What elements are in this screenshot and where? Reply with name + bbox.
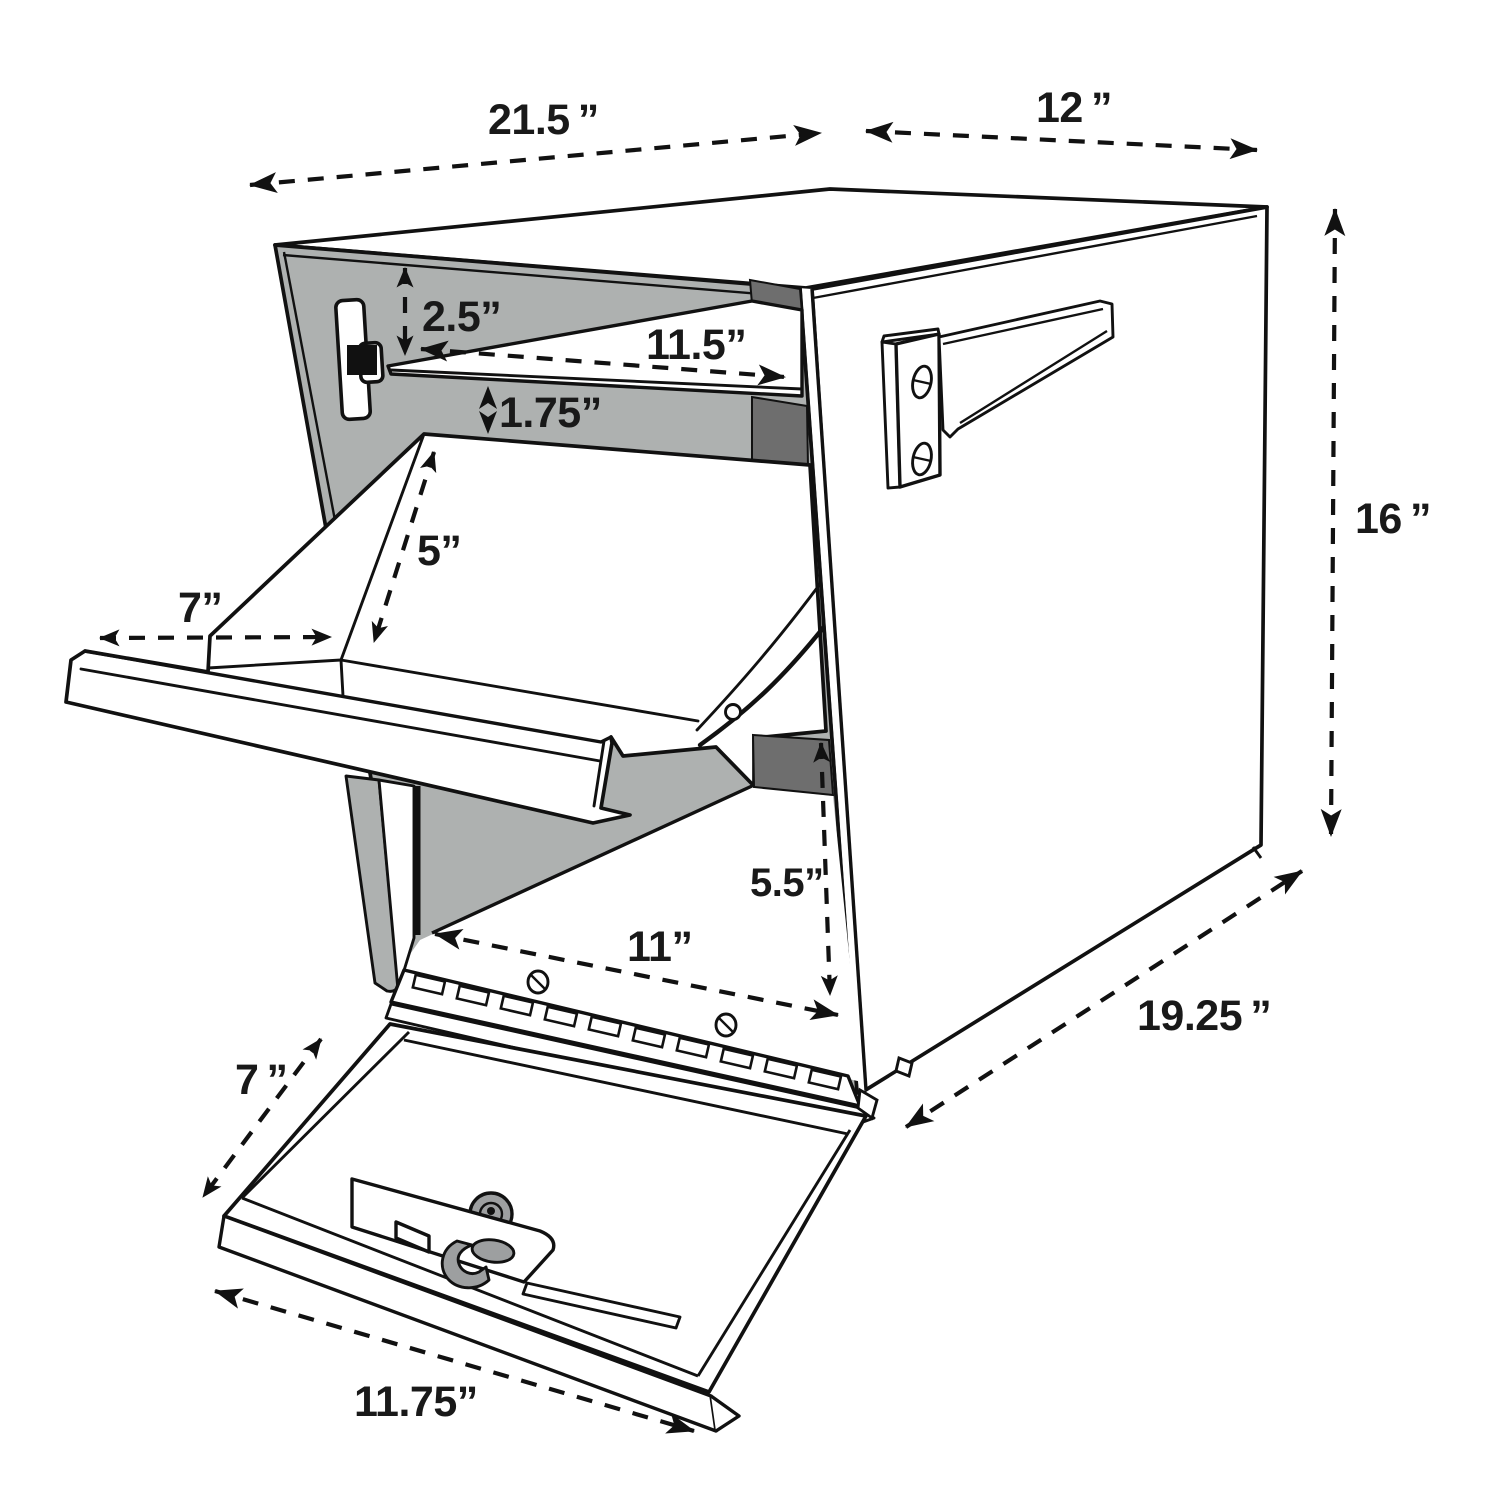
svg-text:7 ”: 7 ” bbox=[235, 1056, 288, 1104]
svg-text:21.5 ”: 21.5 ” bbox=[488, 96, 599, 144]
svg-text:11.75”: 11.75” bbox=[354, 1378, 478, 1426]
svg-text:11.5”: 11.5” bbox=[646, 321, 746, 369]
svg-text:5”: 5” bbox=[417, 527, 461, 575]
svg-text:7”: 7” bbox=[178, 584, 222, 632]
svg-text:5.5”: 5.5” bbox=[750, 861, 824, 905]
svg-text:16 ”: 16 ” bbox=[1355, 495, 1431, 543]
svg-text:19.25 ”: 19.25 ” bbox=[1137, 992, 1271, 1040]
svg-text:12 ”: 12 ” bbox=[1036, 84, 1112, 132]
svg-text:1.75”: 1.75” bbox=[499, 389, 602, 437]
svg-text:11”: 11” bbox=[627, 923, 692, 971]
svg-text:2.5”: 2.5” bbox=[422, 293, 501, 341]
